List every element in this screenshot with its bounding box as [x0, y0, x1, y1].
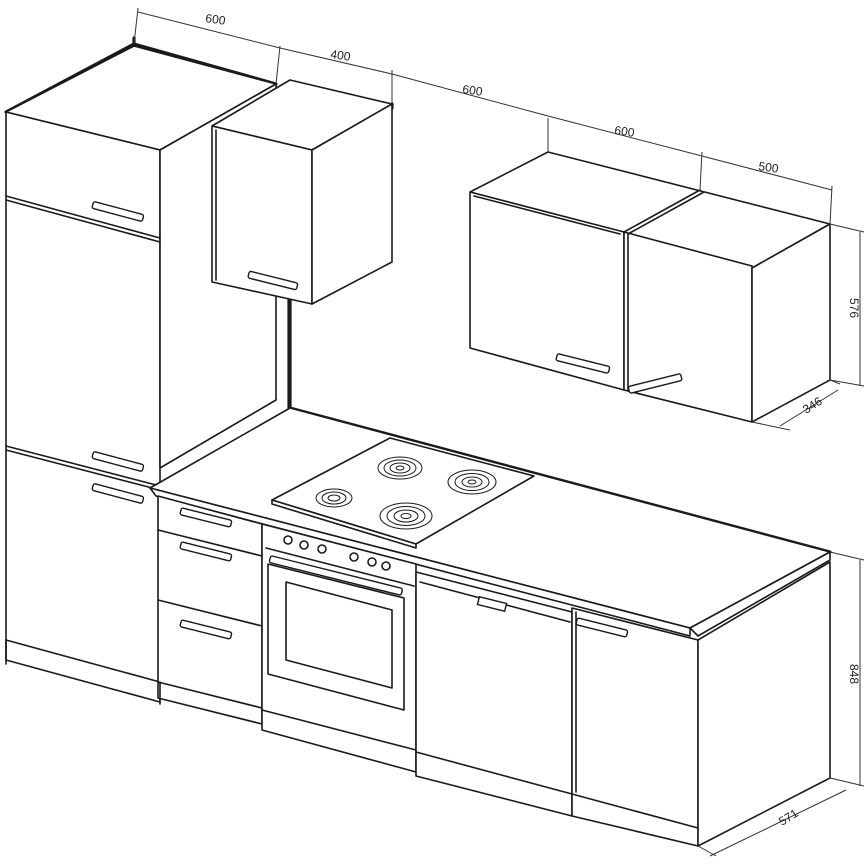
dim-wall-cabinet-depth: 346: [800, 394, 825, 417]
handle-icon: [179, 541, 233, 562]
handle-icon: [179, 507, 233, 528]
handle-icon: [91, 483, 145, 504]
dim-tall-cabinet-width: 600: [205, 11, 227, 28]
dim-wall-gap-width: 600: [462, 82, 484, 99]
dim-corner-wall-cabinet-width: 400: [330, 47, 352, 64]
oven-handle-icon: [268, 555, 403, 596]
dimension-lines: [133, 7, 865, 857]
handle-icon: [179, 619, 233, 640]
handle-icon: [575, 617, 629, 638]
base-drawer-unit: [157, 495, 263, 725]
handle-icon: [555, 353, 611, 374]
dim-wall-cabinet-b-width: 500: [758, 159, 780, 176]
dim-wall-cabinet-a-width: 600: [614, 123, 636, 140]
panel-icon: [476, 595, 508, 613]
handle-icon: [627, 373, 683, 394]
handle-icon: [247, 270, 299, 291]
handle-icon: [91, 451, 145, 472]
hob: [271, 437, 535, 549]
hob-burner-icon: [377, 456, 423, 480]
dim-wall-cabinet-height: 576: [847, 298, 861, 318]
oven-unit: [261, 523, 417, 773]
dimension-labels: 600 400 600 600 500 576 346 848 571: [205, 11, 861, 828]
dishwasher-unit: [415, 571, 573, 817]
handle-icon: [91, 201, 145, 222]
right-wall-cabinets: [469, 151, 831, 423]
dim-base-depth: 571: [776, 806, 801, 829]
end-base-cabinet: [571, 561, 831, 847]
hob-burner-icon: [447, 469, 497, 495]
dim-base-height: 848: [847, 664, 861, 684]
corner-wall-cabinet: [211, 79, 393, 305]
hob-burner-icon: [315, 488, 353, 508]
hob-burner-icon: [379, 502, 433, 530]
oven-knob-icon: [283, 535, 391, 571]
